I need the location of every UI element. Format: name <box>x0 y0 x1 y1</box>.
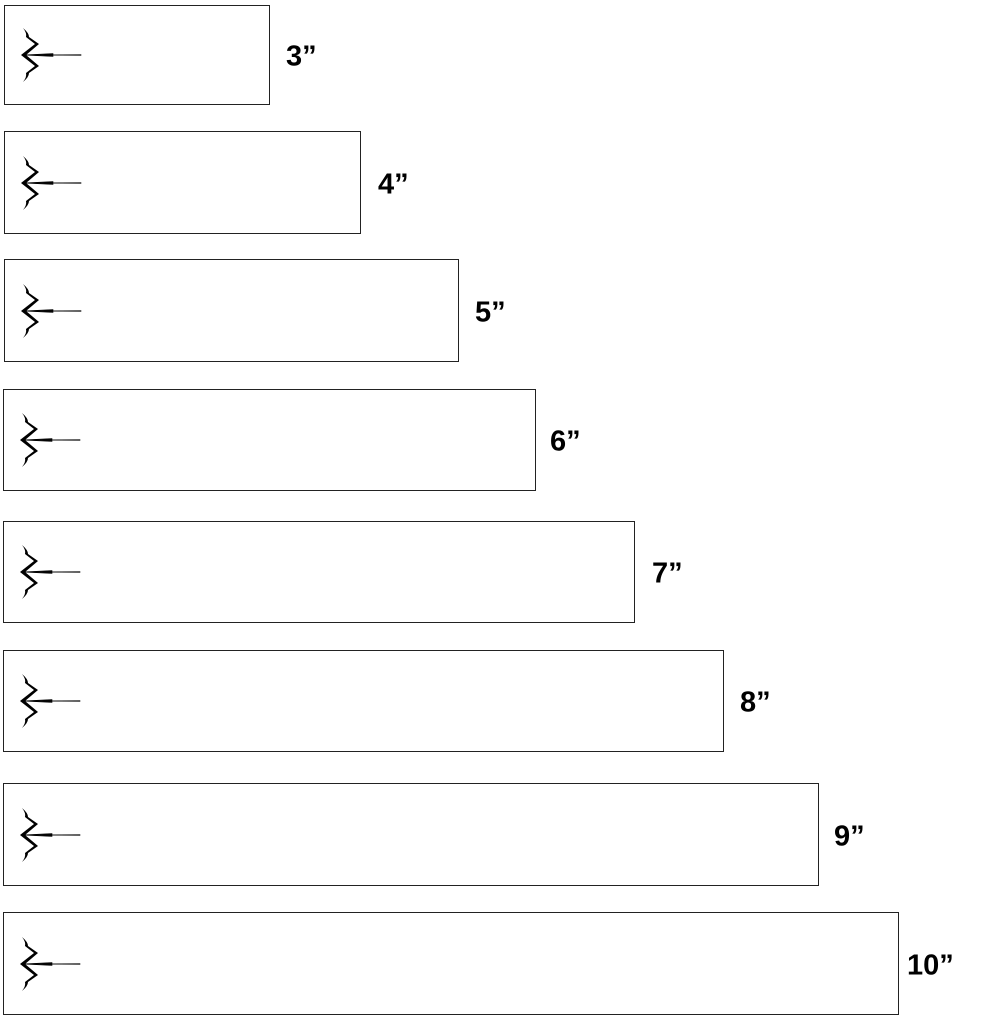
size-box-6 <box>3 389 536 491</box>
size-label: 5” <box>475 296 506 328</box>
size-box-4 <box>4 131 361 234</box>
arrow-icon <box>20 936 81 991</box>
size-box-5 <box>4 259 459 362</box>
size-box-10 <box>3 912 899 1015</box>
arrow-icon <box>21 155 82 210</box>
size-label: 6” <box>550 425 581 458</box>
size-label: 7” <box>652 557 683 590</box>
size-box-8 <box>3 650 724 752</box>
arrow-icon <box>20 674 81 728</box>
size-label: 8” <box>740 686 771 719</box>
size-label: 3” <box>286 40 317 73</box>
arrow-icon <box>21 28 82 82</box>
arrow-icon <box>20 807 81 862</box>
size-label: 10” <box>907 949 954 981</box>
size-box-9 <box>3 783 819 886</box>
arrow-icon <box>20 413 81 467</box>
size-box-3 <box>4 5 270 105</box>
size-label: 9” <box>834 820 865 852</box>
arrow-icon <box>21 283 82 338</box>
size-label: 4” <box>378 168 409 200</box>
arrow-icon <box>20 545 81 599</box>
size-box-7 <box>3 521 635 623</box>
